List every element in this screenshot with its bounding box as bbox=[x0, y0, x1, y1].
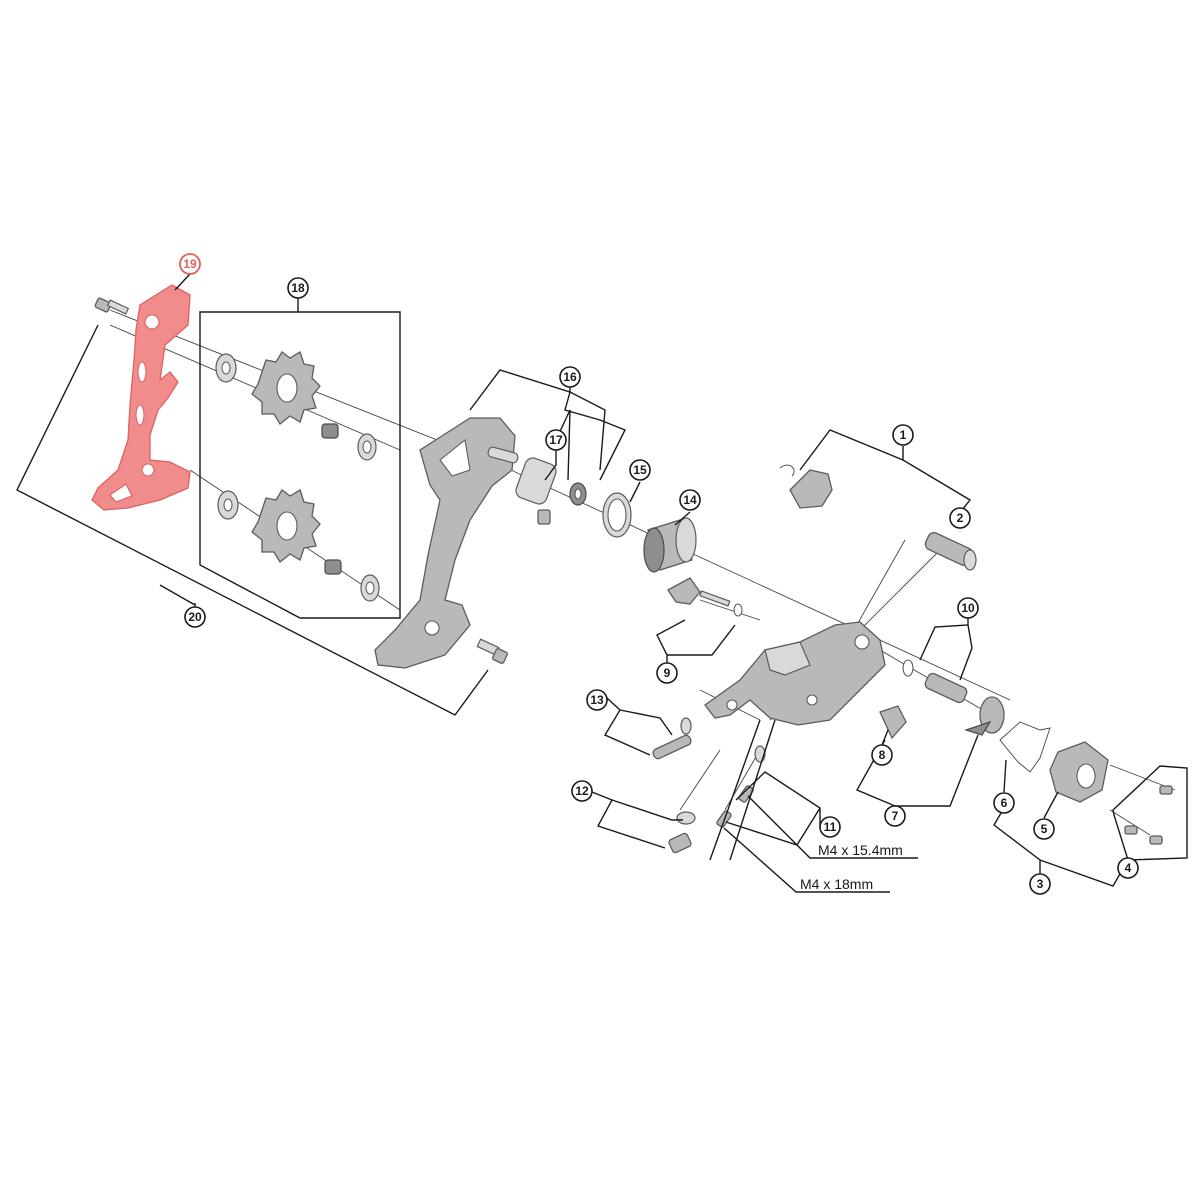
cable-hardware bbox=[652, 717, 766, 854]
pin-part-10 bbox=[902, 659, 968, 704]
cage-bolt-upper bbox=[94, 297, 130, 315]
callout-4: 4 bbox=[1117, 857, 1139, 879]
callout-19: 19 bbox=[179, 253, 201, 275]
callout-7: 7 bbox=[884, 805, 906, 827]
callout-18: 18 bbox=[287, 277, 309, 299]
clutch-unit-part-14 bbox=[643, 517, 697, 573]
callout-5-label: 5 bbox=[1041, 822, 1048, 836]
adjuster-part-8 bbox=[879, 705, 907, 740]
seal-part-6 bbox=[999, 721, 1051, 773]
callout-17: 17 bbox=[545, 429, 567, 451]
callout-7-label: 7 bbox=[892, 809, 899, 823]
callout-20: 20 bbox=[184, 606, 206, 628]
callout-2-label: 2 bbox=[957, 511, 964, 525]
callout-3-label: 3 bbox=[1037, 877, 1044, 891]
screws-part-4 bbox=[1124, 785, 1173, 845]
callout-1-label: 1 bbox=[900, 428, 907, 442]
callout-5: 5 bbox=[1033, 818, 1055, 840]
bracket-part-5 bbox=[1049, 741, 1109, 803]
callout-14-label: 14 bbox=[683, 493, 697, 507]
axle-part-2 bbox=[924, 532, 977, 571]
callout-10: 10 bbox=[957, 597, 979, 619]
lever-part-9 bbox=[667, 577, 743, 617]
callout-9-label: 9 bbox=[664, 666, 671, 680]
inner-cage-plate bbox=[374, 417, 519, 669]
callout-4-label: 4 bbox=[1125, 861, 1132, 875]
callout-11-label: 11 bbox=[824, 820, 837, 834]
callout-15-label: 15 bbox=[633, 463, 647, 477]
callout-12-label: 12 bbox=[575, 784, 589, 798]
callout-16: 16 bbox=[559, 366, 581, 388]
callout-12: 12 bbox=[571, 780, 593, 802]
callout-17-label: 17 bbox=[549, 433, 563, 447]
callout-20-label: 20 bbox=[188, 610, 202, 624]
callout-10-label: 10 bbox=[961, 601, 975, 615]
callout-11: 11 bbox=[819, 816, 841, 838]
callout-19-label: 19 bbox=[183, 257, 197, 271]
tension-spring-part-17 bbox=[515, 457, 587, 525]
derailleur-main-body bbox=[704, 621, 886, 726]
callout-2: 2 bbox=[949, 507, 971, 529]
callout-13: 13 bbox=[586, 689, 608, 711]
spec-label-m4-15-4mm: M4 x 15.4mm bbox=[818, 842, 903, 858]
spring-part-7 bbox=[964, 696, 1005, 736]
callout-9: 9 bbox=[656, 662, 678, 684]
callout-15: 15 bbox=[629, 459, 651, 481]
cage-plate-part-19 bbox=[91, 284, 191, 511]
callout-8-label: 8 bbox=[879, 748, 886, 762]
callout-6: 6 bbox=[993, 792, 1015, 814]
callout-8: 8 bbox=[871, 744, 893, 766]
callout-1: 1 bbox=[892, 424, 914, 446]
callout-18-label: 18 bbox=[291, 281, 305, 295]
leader-lines bbox=[16, 273, 1188, 893]
callout-6-label: 6 bbox=[1001, 796, 1008, 810]
cover-part-1 bbox=[779, 464, 833, 509]
lower-pulley bbox=[217, 489, 380, 602]
cage-bolt-lower bbox=[476, 638, 508, 664]
callout-3: 3 bbox=[1029, 873, 1051, 895]
upper-pulley bbox=[215, 351, 377, 461]
callout-14: 14 bbox=[679, 489, 701, 511]
callout-13-label: 13 bbox=[590, 693, 604, 707]
spec-label-m4-18mm: M4 x 18mm bbox=[800, 876, 873, 892]
ring-part-15 bbox=[602, 492, 632, 538]
callout-16-label: 16 bbox=[563, 370, 577, 384]
